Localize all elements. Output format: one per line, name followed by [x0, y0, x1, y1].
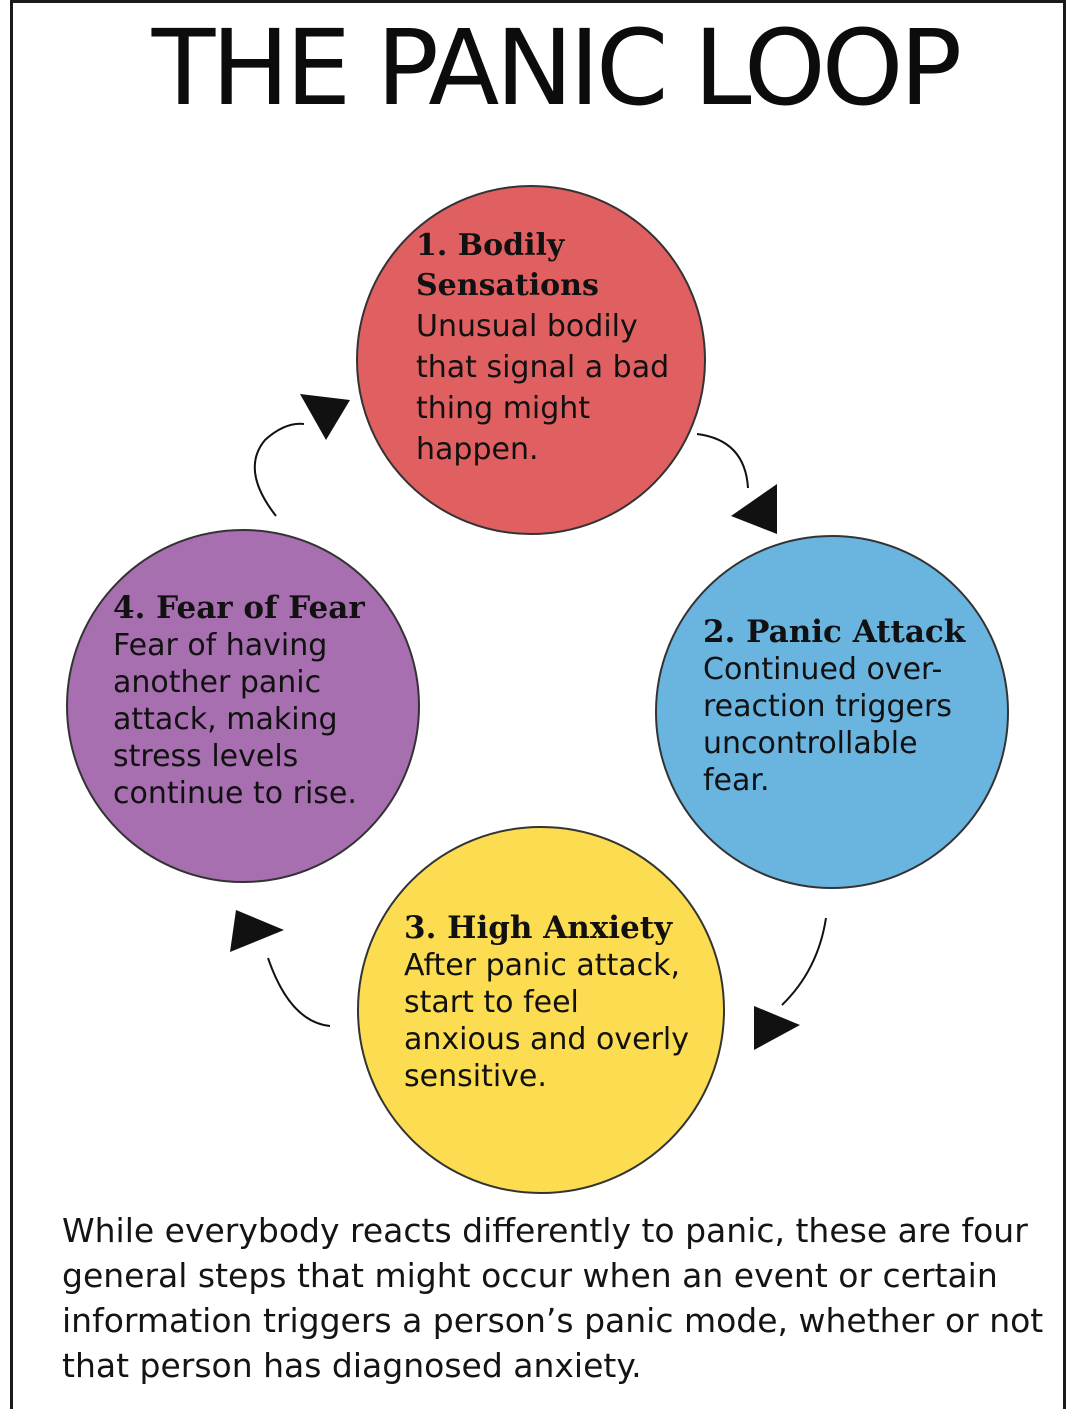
connector-2-to-3: [781, 917, 827, 1006]
step-3-text: 3. High Anxiety After panic attack, star…: [404, 910, 694, 1095]
step-3-circle: [357, 826, 725, 1194]
arrowhead-to-step-1: [300, 394, 350, 440]
arrowhead-to-step-3: [754, 1006, 800, 1050]
step-4-body: Fear of having another panic attack, mak…: [113, 628, 357, 811]
page-frame: [10, 0, 1066, 1409]
step-4-circle: [66, 529, 420, 883]
step-3-body: After panic attack, start to feel anxiou…: [404, 948, 689, 1094]
connector-1-to-2: [696, 433, 749, 489]
connector-3-to-4: [267, 957, 331, 1027]
step-1-circle: [356, 185, 706, 535]
step-1-heading: 1. Bodily Sensations: [416, 228, 599, 303]
step-1-body: Unusual bodily that signal a bad thing m…: [416, 309, 670, 467]
step-2-heading: 2. Panic Attack: [703, 614, 966, 650]
step-2-circle: [655, 535, 1009, 889]
step-4-text: 4. Fear of Fear Fear of having another p…: [113, 590, 403, 812]
step-4-heading: 4. Fear of Fear: [113, 590, 365, 626]
step-3-heading: 3. High Anxiety: [404, 910, 673, 946]
arrowhead-to-step-2: [731, 484, 777, 534]
step-2-body: Continued over-reaction triggers uncontr…: [703, 652, 952, 798]
step-2-text: 2. Panic Attack Continued over-reaction …: [703, 614, 993, 799]
arrowhead-to-step-4: [230, 910, 284, 952]
caption-paragraph: While everybody reacts differently to pa…: [62, 1211, 1044, 1385]
page-title: THE PANIC LOOP: [151, 7, 963, 129]
connector-4-to-1: [253, 422, 305, 517]
step-1-text: 1. Bodily Sensations Unusual bodily that…: [416, 226, 676, 470]
